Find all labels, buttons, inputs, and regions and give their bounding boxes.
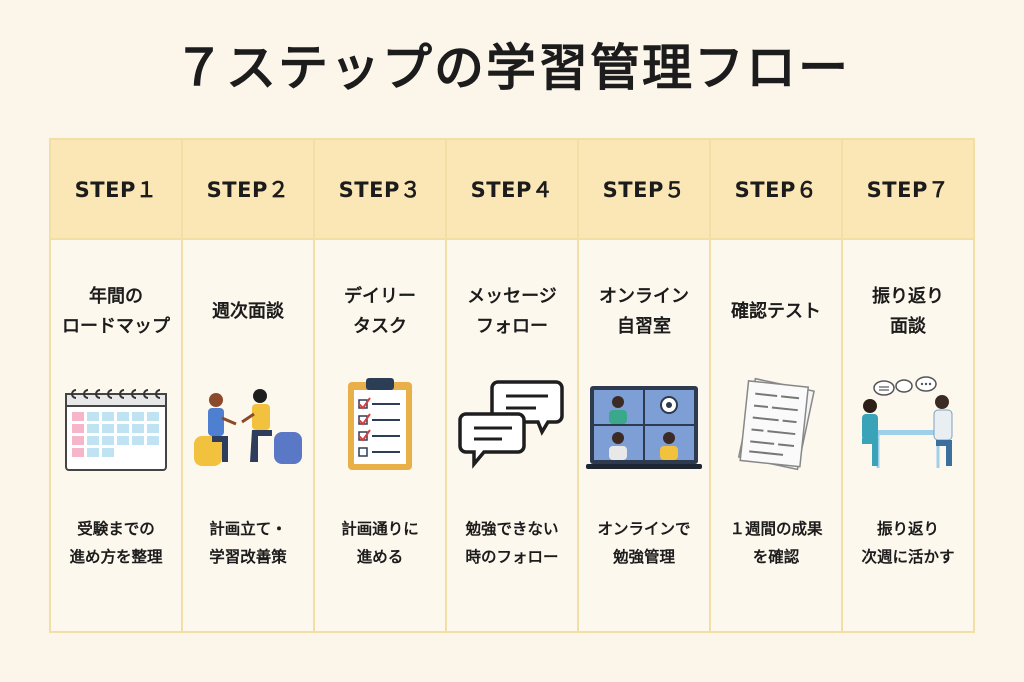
checklist-clipboard-icon [320,376,440,476]
step-description: １週間の成果 を確認 [729,520,823,566]
step-name: デイリー タスク [344,286,416,337]
step-name: 振り返り 面談 [872,286,944,337]
step-description: 計画立て・ 学習改善策 [209,520,287,566]
step-column-6: STEP６ 確認テスト [711,140,843,631]
page-title: ７ステップの学習管理フロー [174,39,850,97]
step-description: 勉強できない 時のフォロー [465,520,559,566]
step-label: STEP４ [447,140,577,240]
step-description: 受験までの 進め方を整理 [69,520,163,566]
step-description: 計画通りに 進める [341,520,419,566]
step-name: 週次面談 [212,301,284,322]
consultation-icon [848,376,968,476]
step-flow: STEP１ 年間の ロードマップ [49,138,975,633]
test-papers-icon [716,376,836,476]
step-label: STEP３ [315,140,445,240]
step-name: メッセージ フォロー [467,286,557,337]
step-label: STEP２ [183,140,313,240]
step-column-7: STEP７ 振り返り 面談 振り返り 次週に活かす [843,140,973,631]
step-label: STEP７ [843,140,973,240]
step-label: STEP１ [51,140,181,240]
step-column-3: STEP３ デイリー タスク 計画通りに 進める [315,140,447,631]
video-conference-icon [584,376,704,476]
step-column-5: STEP５ オンライン 自習室 オンラインで 勉強管理 [579,140,711,631]
step-label: STEP６ [711,140,841,240]
chat-bubbles-icon [452,376,572,476]
step-name: 確認テスト [731,301,821,322]
step-description: 振り返り 次週に活かす [861,520,955,566]
step-name: オンライン 自習室 [599,286,689,337]
meeting-icon [188,376,308,476]
calendar-icon [56,376,176,476]
step-name: 年間の ロードマップ [62,286,170,337]
step-column-2: STEP２ 週次面談 計画立て・ 学習改善策 [183,140,315,631]
step-label: STEP５ [579,140,709,240]
step-column-1: STEP１ 年間の ロードマップ [51,140,183,631]
step-column-4: STEP４ メッセージ フォロー 勉強できない 時のフォロー [447,140,579,631]
step-description: オンラインで 勉強管理 [597,520,691,566]
